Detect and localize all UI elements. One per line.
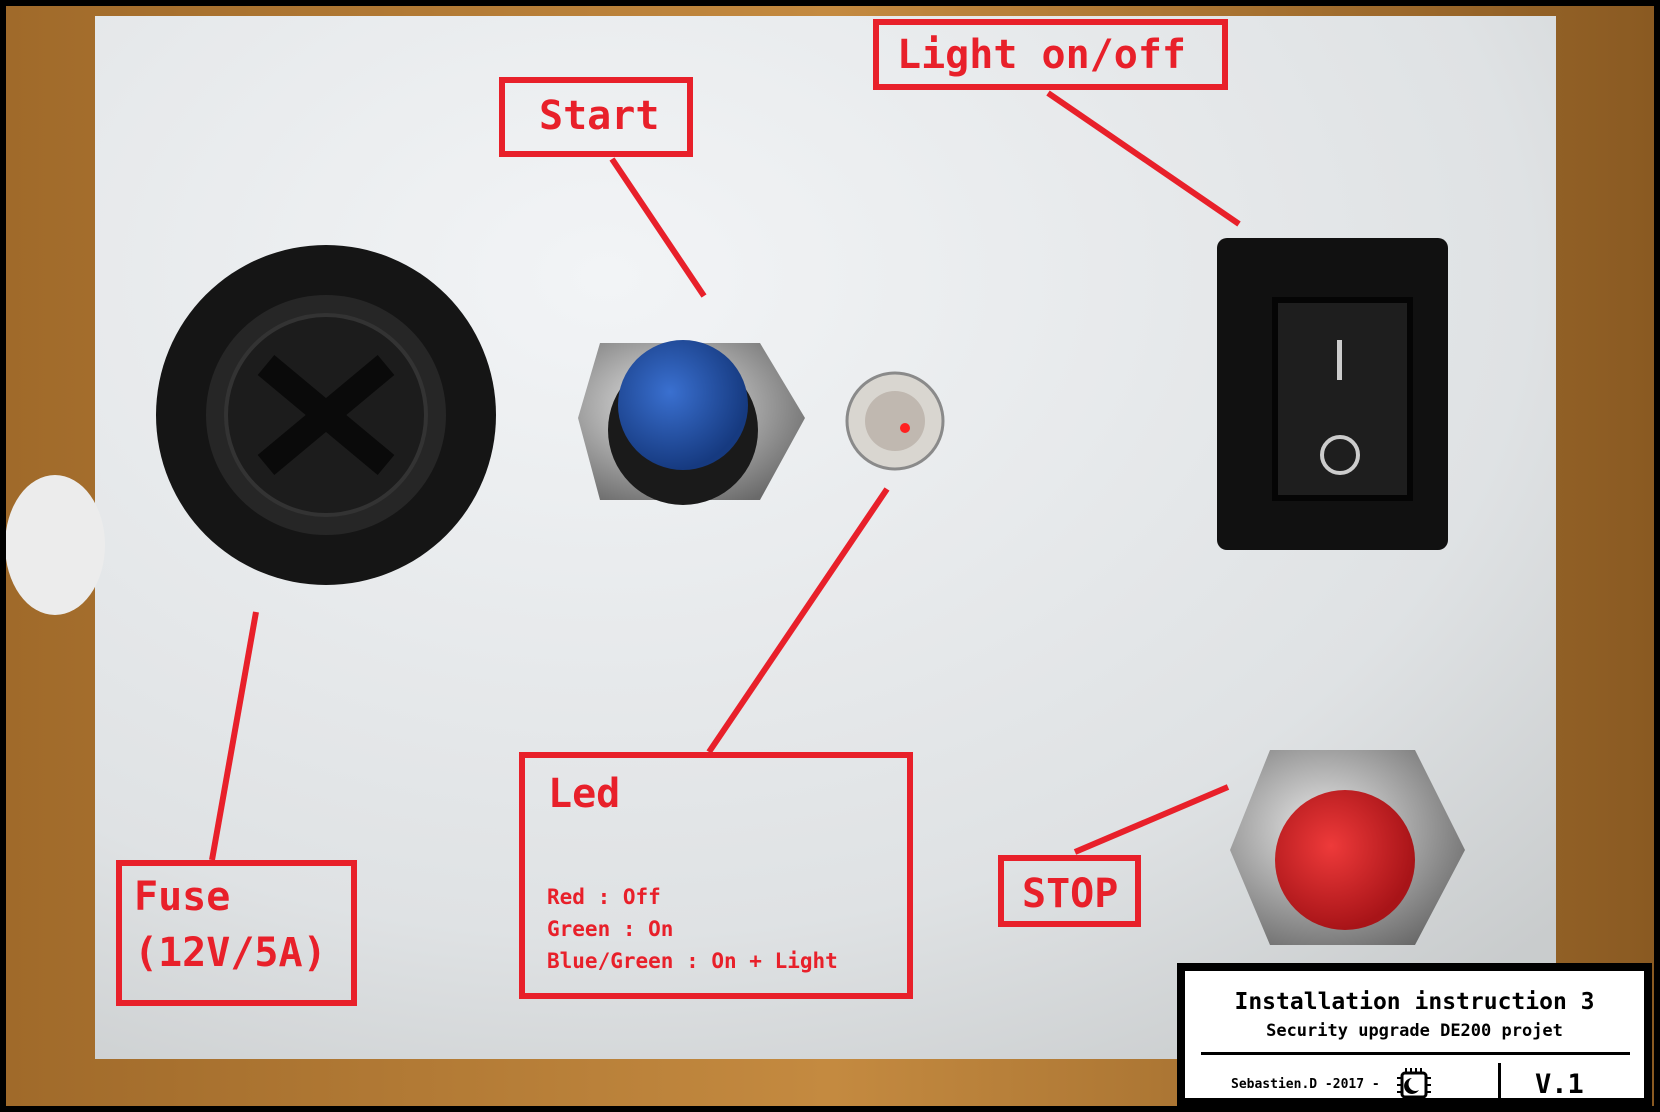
fuse-label-box: Fuse (12V/5A) [116,860,357,1006]
light-label: Light on/off [897,32,1186,78]
subtitle: Security upgrade DE200 projet [1266,1021,1563,1041]
cable [5,475,105,615]
led-photo [845,371,945,471]
title: Installation instruction 3 [1234,989,1595,1015]
led-line-bluegreen: Blue/Green : On + Light [547,949,838,973]
stop-label: STOP [1022,871,1119,917]
fuse-holder [156,245,496,585]
stop-button-photo [1230,750,1465,945]
divider [1201,1052,1630,1055]
stop-label-box: STOP [998,855,1141,927]
start-label: Start [539,93,660,139]
led-title: Led [548,771,621,817]
annotation-lines [209,90,1241,861]
rocker-switch-photo [1217,238,1448,550]
led-line-red: Red : Off [547,885,661,909]
led-line-green: Green : On [547,917,674,941]
start-pointer [609,157,707,298]
light-label-box: Light on/off [873,19,1228,90]
light-pointer [1046,90,1241,227]
version: V.1 [1535,1069,1584,1100]
fuse-pointer [209,611,259,861]
led-pointer [706,487,890,754]
start-button-photo [578,340,805,505]
vertical-divider [1498,1063,1501,1103]
stop-pointer [1073,784,1230,855]
start-label-box: Start [499,77,693,157]
fuse-rating: (12V/5A) [134,930,327,976]
led-label-box: Led Red : Off Green : On Blue/Green : On… [519,752,913,999]
chip-logo-icon [1397,1068,1431,1102]
title-block: Installation instruction 3 Security upgr… [1177,963,1652,1106]
fuse-label: Fuse [134,874,231,920]
author: Sebastien.D -2017 - [1231,1077,1380,1092]
